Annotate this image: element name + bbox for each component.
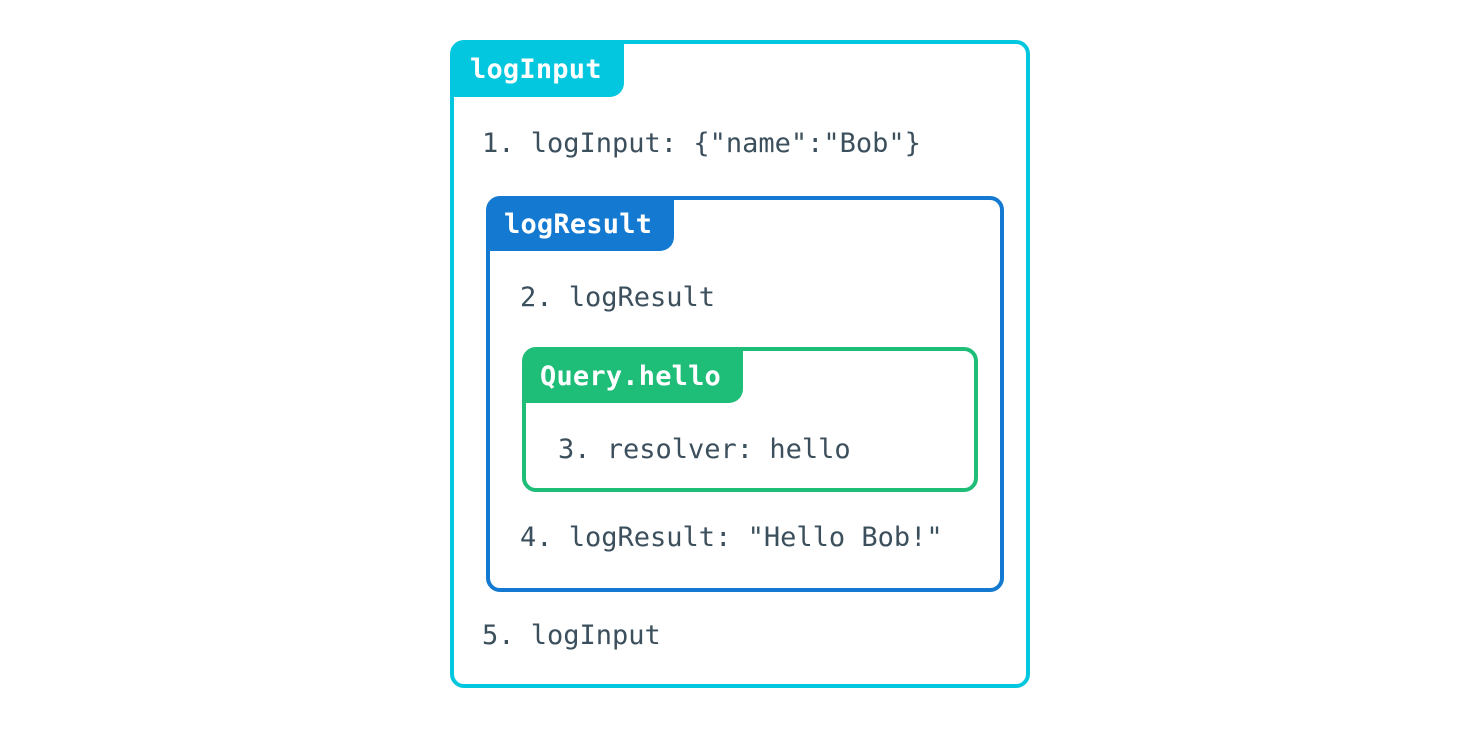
scope-box-logresult: logResult 2. logResult Query.hello 3. re… — [486, 196, 1004, 592]
scope-label-loginput: logInput — [452, 42, 624, 97]
log-line-5: 5. logInput — [482, 620, 661, 651]
log-line-1: 1. logInput: {"name":"Bob"} — [482, 128, 921, 159]
log-line-2: 2. logResult — [520, 282, 716, 313]
log-line-4: 4. logResult: "Hello Bob!" — [520, 522, 943, 553]
scope-box-loginput: logInput 1. logInput: {"name":"Bob"} log… — [450, 40, 1030, 688]
log-line-3: 3. resolver: hello — [558, 434, 851, 465]
scope-box-query-hello: Query.hello 3. resolver: hello — [522, 347, 978, 492]
scope-label-logresult: logResult — [488, 198, 675, 251]
scope-label-query-hello: Query.hello — [524, 349, 744, 403]
